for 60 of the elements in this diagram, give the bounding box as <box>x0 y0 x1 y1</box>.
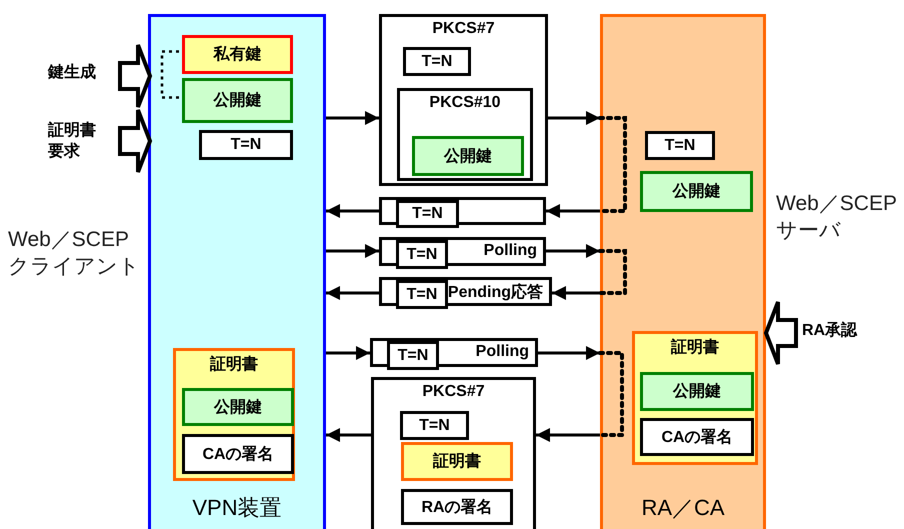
device-panel <box>148 14 326 529</box>
key-box: 公開鍵 <box>182 78 293 123</box>
arrow <box>546 244 600 258</box>
dotted-connector <box>160 50 179 99</box>
arrow <box>326 111 379 125</box>
arrow <box>548 111 600 125</box>
message-box <box>371 377 536 529</box>
tag-box: T=N <box>400 411 469 440</box>
box-heading: PKCS#7 <box>431 20 496 38</box>
message-bar <box>370 338 538 367</box>
message-label: Polling <box>484 242 537 260</box>
certificate-box: 証明書 <box>401 442 513 481</box>
arrow <box>546 204 600 218</box>
box-heading: PKCS#10 <box>428 94 502 112</box>
message-label: Polling <box>476 343 529 361</box>
certificate-box <box>173 348 295 481</box>
arrow <box>326 244 379 258</box>
certificate-box <box>632 331 758 465</box>
edge-label: RA承認 <box>802 321 858 341</box>
box-heading: PKCS#7 <box>421 383 486 401</box>
message-bar <box>379 237 546 266</box>
block-arrow <box>764 300 798 366</box>
tag-box: T=N <box>396 240 448 269</box>
key-box: 公開鍵 <box>182 388 294 426</box>
signature-box: CAの署名 <box>640 418 754 456</box>
arrow <box>326 204 379 218</box>
message-label: Pending応答 <box>448 282 543 303</box>
tag-box: T=N <box>403 47 471 76</box>
panel-label: RA／CA <box>640 494 726 522</box>
side-label: Web／SCEP クライアント <box>8 227 141 280</box>
arrow <box>536 428 600 442</box>
arrow <box>538 346 600 360</box>
edge-label: 証明書要求 <box>48 121 97 162</box>
box-heading: 証明書 <box>670 337 720 358</box>
signature-box: CAの署名 <box>182 434 294 474</box>
tag-box: T=N <box>396 280 448 309</box>
box-heading: 証明書 <box>208 354 259 375</box>
key-box: 公開鍵 <box>640 372 754 411</box>
tag-box: T=N <box>387 341 439 370</box>
server-panel <box>600 14 766 529</box>
tag-box: T=N <box>396 200 459 228</box>
key-box: 私有鍵 <box>182 35 293 74</box>
key-box: 公開鍵 <box>640 171 753 212</box>
message-box <box>379 14 548 186</box>
edge-label: 鍵生成 <box>48 63 97 83</box>
tag-box: T=N <box>199 130 293 160</box>
key-box: 公開鍵 <box>412 136 524 176</box>
message-box <box>397 88 533 181</box>
arrow <box>552 286 600 300</box>
message-bar <box>379 277 552 306</box>
arrow <box>326 286 379 300</box>
message-bar <box>379 197 546 225</box>
block-arrow <box>118 43 152 109</box>
arrow <box>326 428 371 442</box>
tag-box: T=N <box>645 131 715 160</box>
side-label: Web／SCEP サーバ <box>776 191 898 244</box>
signature-box: RAの署名 <box>401 489 513 525</box>
arrow <box>326 346 370 360</box>
block-arrow <box>118 108 152 174</box>
panel-label: VPN装置 <box>191 494 283 522</box>
